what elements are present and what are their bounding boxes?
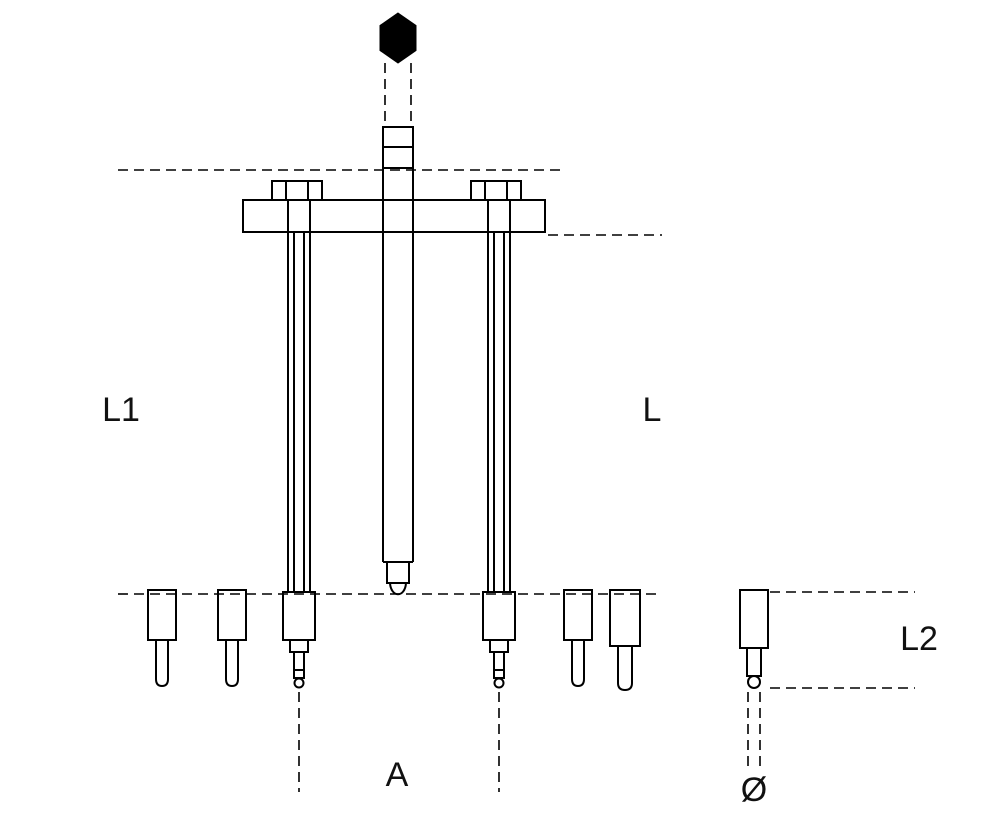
reference-lines: [118, 169, 662, 595]
adapter-3-shaft: [571, 640, 585, 688]
right-leg-adapter: [482, 591, 516, 689]
right-leg-adapter-pin: [493, 651, 505, 679]
label-l2: L2: [900, 620, 938, 658]
label-l: L: [643, 391, 662, 429]
label-l1: L1: [102, 391, 140, 429]
adapter-tip-1: [147, 589, 177, 688]
left-nut-body: [271, 180, 323, 201]
detail-adapter-shaft: [746, 647, 762, 677]
spindle: [382, 126, 414, 596]
detail-adapter-body: [739, 589, 769, 649]
leg-centerlines: [298, 692, 500, 792]
detail-adapter: [739, 589, 769, 689]
right-leg-adapter-body: [482, 591, 516, 641]
crossbar-plate: [242, 199, 546, 233]
right-leg-adapter-ball-tip: [493, 677, 505, 689]
label-a: A: [386, 756, 409, 794]
adapter-2-shaft: [225, 640, 239, 688]
detail-adapter-ball-tip: [747, 675, 761, 689]
right-leg: [487, 200, 511, 592]
left-leg-adapter-body: [282, 591, 316, 641]
adapter-tip-2: [217, 589, 247, 688]
left-leg-nut: [271, 180, 323, 201]
hex-drive-head: [379, 12, 417, 127]
label-diameter: Ø: [741, 771, 767, 809]
hex-head-shape: [379, 12, 417, 64]
adapter-1-body: [147, 589, 177, 641]
spindle-tip-dome: [389, 582, 407, 596]
adapter-4-body: [609, 589, 641, 647]
left-leg: [287, 200, 311, 592]
adapter-tip-3: [563, 589, 593, 688]
adapter-4-shaft: [617, 646, 633, 692]
left-leg-adapter-pin: [293, 651, 305, 679]
adapter-2-body: [217, 589, 247, 641]
right-nut-body: [470, 180, 522, 201]
left-leg-adapter: [282, 591, 316, 689]
right-leg-adapter-collar: [489, 639, 509, 653]
diameter-dimension-lines: [747, 692, 761, 770]
crossbar: [242, 199, 546, 233]
l2-dimension-lines: [770, 591, 915, 689]
adapter-1-shaft: [155, 640, 169, 688]
adapter-tip-4: [609, 589, 641, 692]
left-leg-adapter-collar: [289, 639, 309, 653]
right-leg-nut: [470, 180, 522, 201]
adapter-3-body: [563, 589, 593, 641]
left-leg-adapter-ball-tip: [293, 677, 305, 689]
spindle-tip-neck: [386, 561, 410, 584]
